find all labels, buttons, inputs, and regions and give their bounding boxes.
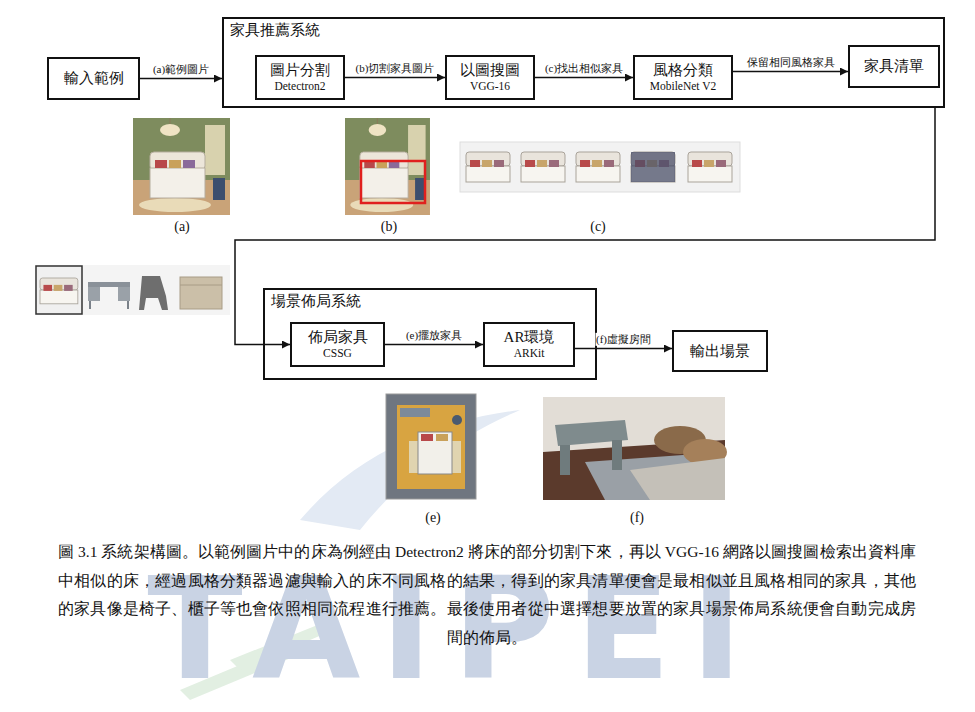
segmented-photo: [361, 161, 425, 203]
similar-beds-strip: [576, 152, 620, 182]
layout-top-view: [397, 405, 465, 489]
similar-beds-strip: [631, 152, 675, 182]
figure-letter: (b): [381, 219, 397, 236]
layout-top-view: [386, 394, 476, 499]
segmented-photo: [345, 118, 430, 215]
edge-label: 保留相同風格家具: [746, 55, 836, 68]
furniture-list-strip: [88, 282, 130, 287]
box-title: 家具清單: [864, 57, 924, 76]
ar-room-view: [543, 397, 727, 500]
method-name: Detectron2: [274, 80, 325, 94]
furniture-list-strip: [180, 277, 222, 309]
layout-top-view: [400, 408, 430, 417]
segmented-photo: [345, 118, 430, 215]
furniture-list-strip: [35, 265, 230, 315]
box-title: 輸入範例: [64, 69, 124, 88]
method-name: ARKit: [514, 347, 545, 361]
similar-beds-strip: [688, 152, 732, 182]
group-heading: 家具推薦系統: [230, 21, 320, 40]
box-title: 以圖搜圖: [460, 61, 520, 80]
process-box: AR環境ARKit: [483, 322, 575, 367]
similar-beds-strip: [521, 152, 565, 182]
example-photo: [133, 118, 230, 215]
layout-top-view: [452, 415, 462, 425]
layout-top-view: [421, 434, 433, 441]
process-box: 以圖搜圖VGG-16: [445, 55, 535, 100]
similar-beds-strip: [460, 142, 740, 192]
flow-arrow: [140, 78, 222, 80]
box-title: AR環境: [504, 328, 555, 347]
furniture-list-strip: [180, 285, 222, 286]
furniture-list-strip: [88, 287, 100, 301]
furniture-list-strip: [36, 266, 82, 314]
edge-label: (f)虛擬房間: [595, 332, 652, 345]
furniture-list-strip: [127, 301, 129, 309]
example-photo: [133, 118, 230, 215]
similar-beds-strip: [466, 152, 510, 182]
process-box: 輸入範例: [47, 57, 140, 100]
box-title: 佈局家具: [308, 328, 368, 347]
layout-top-view: [418, 432, 452, 474]
furniture-list-strip: [139, 276, 168, 310]
box-title: 風格分類: [653, 61, 713, 80]
edge-label: (a)範例圖片: [152, 62, 210, 75]
flow-arrow: [535, 77, 633, 79]
flow-arrow: [575, 348, 672, 350]
ar-room-view: [560, 445, 570, 475]
figure-letter: (e): [425, 510, 441, 527]
furniture-list-strip: [118, 287, 130, 301]
ar-room-view: [630, 458, 725, 500]
figure-letter: (f): [630, 510, 644, 527]
furniture-list-strip: [89, 301, 91, 309]
layout-top-view: [386, 394, 476, 499]
flow-arrow: [733, 71, 848, 73]
process-box: 風格分類MobileNet V2: [633, 55, 733, 100]
method-name: VGG-16: [470, 80, 510, 94]
ar-room-view: [612, 440, 622, 470]
group-heading: 場景佈局系統: [271, 292, 361, 311]
edge-label: (c)找出相似家具: [544, 61, 624, 74]
process-box: 輸出場景: [672, 330, 768, 372]
edge-label: (b)切割家具圖片: [355, 61, 436, 74]
similar-beds-strip: [631, 152, 675, 182]
process-box: 佈局家具CSSG: [290, 322, 385, 367]
box-title: 圖片分割: [270, 61, 330, 80]
figure-caption: 圖 3.1 系統架構圖。以範例圖片中的床為例經由 Detectron2 將床的部…: [58, 538, 916, 653]
figure-letter: (a): [174, 219, 190, 236]
box-title: 輸出場景: [690, 342, 750, 361]
flow-arrow: [235, 108, 935, 345]
method-name: CSSG: [323, 347, 352, 361]
figure-letter: (c): [590, 219, 606, 236]
process-box: 圖片分割Detectron2: [255, 55, 345, 100]
flow-arrow: [385, 344, 483, 346]
similar-beds-strip: [460, 142, 740, 192]
layout-top-view: [436, 434, 448, 441]
furniture-list-strip: [40, 278, 78, 304]
process-box: 家具清單: [848, 45, 940, 88]
method-name: MobileNet V2: [650, 80, 717, 94]
flow-arrow: [345, 77, 445, 79]
edge-label: (e)擺放家具: [405, 328, 463, 341]
furniture-list-strip: [35, 265, 230, 315]
